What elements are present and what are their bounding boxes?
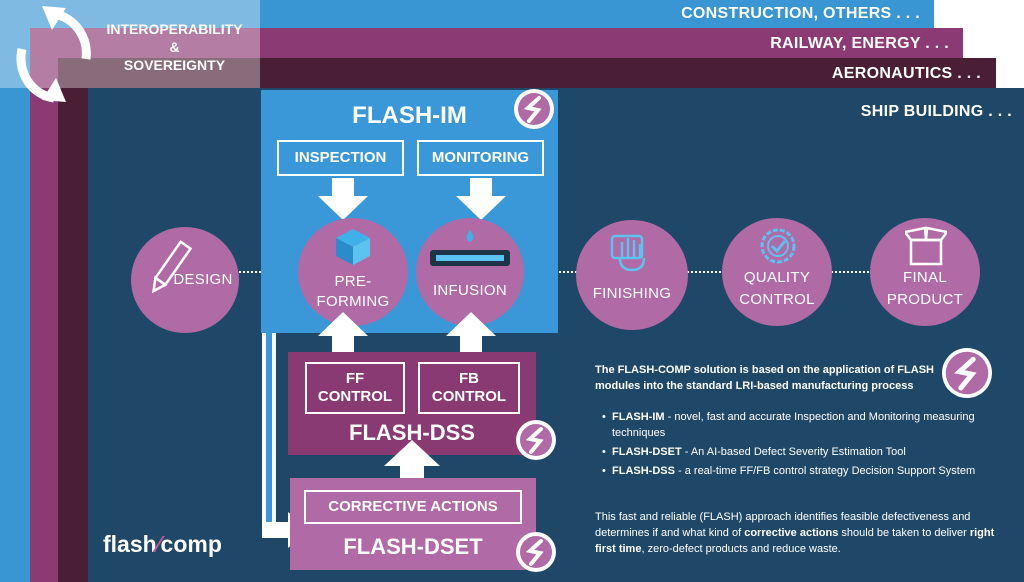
open-box-icon <box>905 226 947 266</box>
band-railway <box>30 28 963 58</box>
lightning-logo-icon <box>520 536 552 568</box>
band-construction <box>0 0 934 28</box>
infusion-label: INFUSION <box>432 282 508 299</box>
bullet-flash-dss: • FLASH-DSS - a real-time FF/FB control s… <box>602 463 992 479</box>
arrow-down-inspection <box>318 178 368 220</box>
description-badge <box>942 348 992 398</box>
bullet-flash-dset: • FLASH-DSET - An AI-based Defect Severit… <box>602 444 992 460</box>
bullet-flash-im-text: - novel, fast and accurate Inspection an… <box>612 411 975 439</box>
bullet-dot-icon: • <box>602 465 606 477</box>
preforming-label-1: PRE- <box>334 273 372 290</box>
bullet-flash-dset-text: - An AI-based Defect Severity Estimation… <box>681 446 906 458</box>
check-badge-icon <box>760 228 796 264</box>
closing-part1: This fast and reliable (FLASH) approach … <box>595 511 971 539</box>
lightning-logo-icon <box>518 93 550 125</box>
arrow-up-ff <box>318 312 368 356</box>
pencil-icon <box>151 240 192 294</box>
fb-control-box: FB CONTROL <box>418 362 520 414</box>
final-label-1: FINAL <box>902 269 947 286</box>
closing-right-first-time: right first time <box>595 527 995 555</box>
ff-control-line1: FF <box>345 370 365 387</box>
arrow-down-monitoring <box>456 178 506 220</box>
description-closing: This fast and reliable (FLASH) approach … <box>595 509 995 557</box>
final-label-2: PRODUCT <box>886 291 964 308</box>
inspection-box: INSPECTION <box>277 140 404 176</box>
cycle-arrows-icon <box>16 6 91 103</box>
interop-line1: INTEROPERABILITY <box>106 21 243 37</box>
strip-blue <box>0 0 30 582</box>
im-to-dset-connector-inner <box>266 333 272 529</box>
closing-corrective: corrective actions <box>744 527 839 539</box>
flash-dset-title: FLASH-DSET <box>343 534 483 559</box>
bullet-flash-dss-text: - a real-time FF/FB control strategy Dec… <box>674 465 976 477</box>
bullet-flash-dss-name: FLASH-DSS <box>612 465 675 477</box>
interop-panel <box>0 0 260 88</box>
logo-bolt-icon: ⁄ <box>156 531 161 557</box>
monitoring-box: MONITORING <box>417 140 544 176</box>
band-aeronautics <box>58 58 996 88</box>
cube-icon <box>336 229 370 265</box>
flash-dset-badge <box>516 532 556 572</box>
fb-control-line2: CONTROL <box>431 388 507 405</box>
bullet-flash-im-name: FLASH-IM <box>612 411 665 423</box>
logo-flash-text: flash <box>103 531 157 557</box>
fb-control-line1: FB <box>459 370 479 387</box>
closing-part3: should be taken to deliver <box>838 527 970 539</box>
resin-mold-icon <box>430 230 510 266</box>
arrow-up-fb <box>446 312 496 356</box>
quality-label-2: CONTROL <box>739 291 815 308</box>
band-ship-label: SHIP BUILDING . . . <box>860 103 1012 120</box>
flash-comp-logo: flash⁄comp <box>103 531 222 558</box>
flash-dss-badge <box>516 420 556 460</box>
design-label: DESIGN <box>173 271 233 288</box>
interop-line3: SOVEREIGNTY <box>123 57 226 73</box>
description-intro: The FLASH-COMP solution is based on the … <box>595 364 934 392</box>
strip-purple <box>30 28 58 582</box>
band-aeronautics-label: AERONAUTICS . . . <box>831 65 981 82</box>
flash-dss-block <box>288 352 536 455</box>
corrective-actions-box: CORRECTIVE ACTIONS <box>304 490 522 524</box>
lightning-logo-icon <box>520 424 552 456</box>
lightning-logo-icon <box>945 351 989 395</box>
band-construction-label: CONSTRUCTION, OTHERS . . . <box>681 5 920 22</box>
bullet-dot-icon: • <box>602 446 606 458</box>
quality-label-1: QUALITY <box>743 269 811 286</box>
ff-control-line2: CONTROL <box>317 388 393 405</box>
band-railway-label: RAILWAY, ENERGY . . . <box>770 35 949 52</box>
ff-control-box: FF CONTROL <box>305 362 405 414</box>
flash-im-title: FLASH-IM <box>352 102 467 129</box>
finishing-label: FINISHING <box>592 285 672 302</box>
flash-im-badge <box>514 89 554 129</box>
flash-dset-block <box>290 478 536 570</box>
bullet-dot-icon: • <box>602 411 606 423</box>
polishing-hand-icon <box>610 234 646 272</box>
bullet-flash-dset-name: FLASH-DSET <box>612 446 682 458</box>
finishing-circle <box>576 220 688 330</box>
bullet-flash-im: • FLASH-IM - novel, fast and accurate Ins… <box>602 409 992 441</box>
logo-comp-text: comp <box>160 531 222 557</box>
preforming-label-2: FORMING <box>316 293 390 310</box>
interop-line2: & <box>169 39 180 55</box>
strip-dark <box>58 58 88 582</box>
closing-part5: , zero-defect products and reduce waste. <box>641 543 841 555</box>
